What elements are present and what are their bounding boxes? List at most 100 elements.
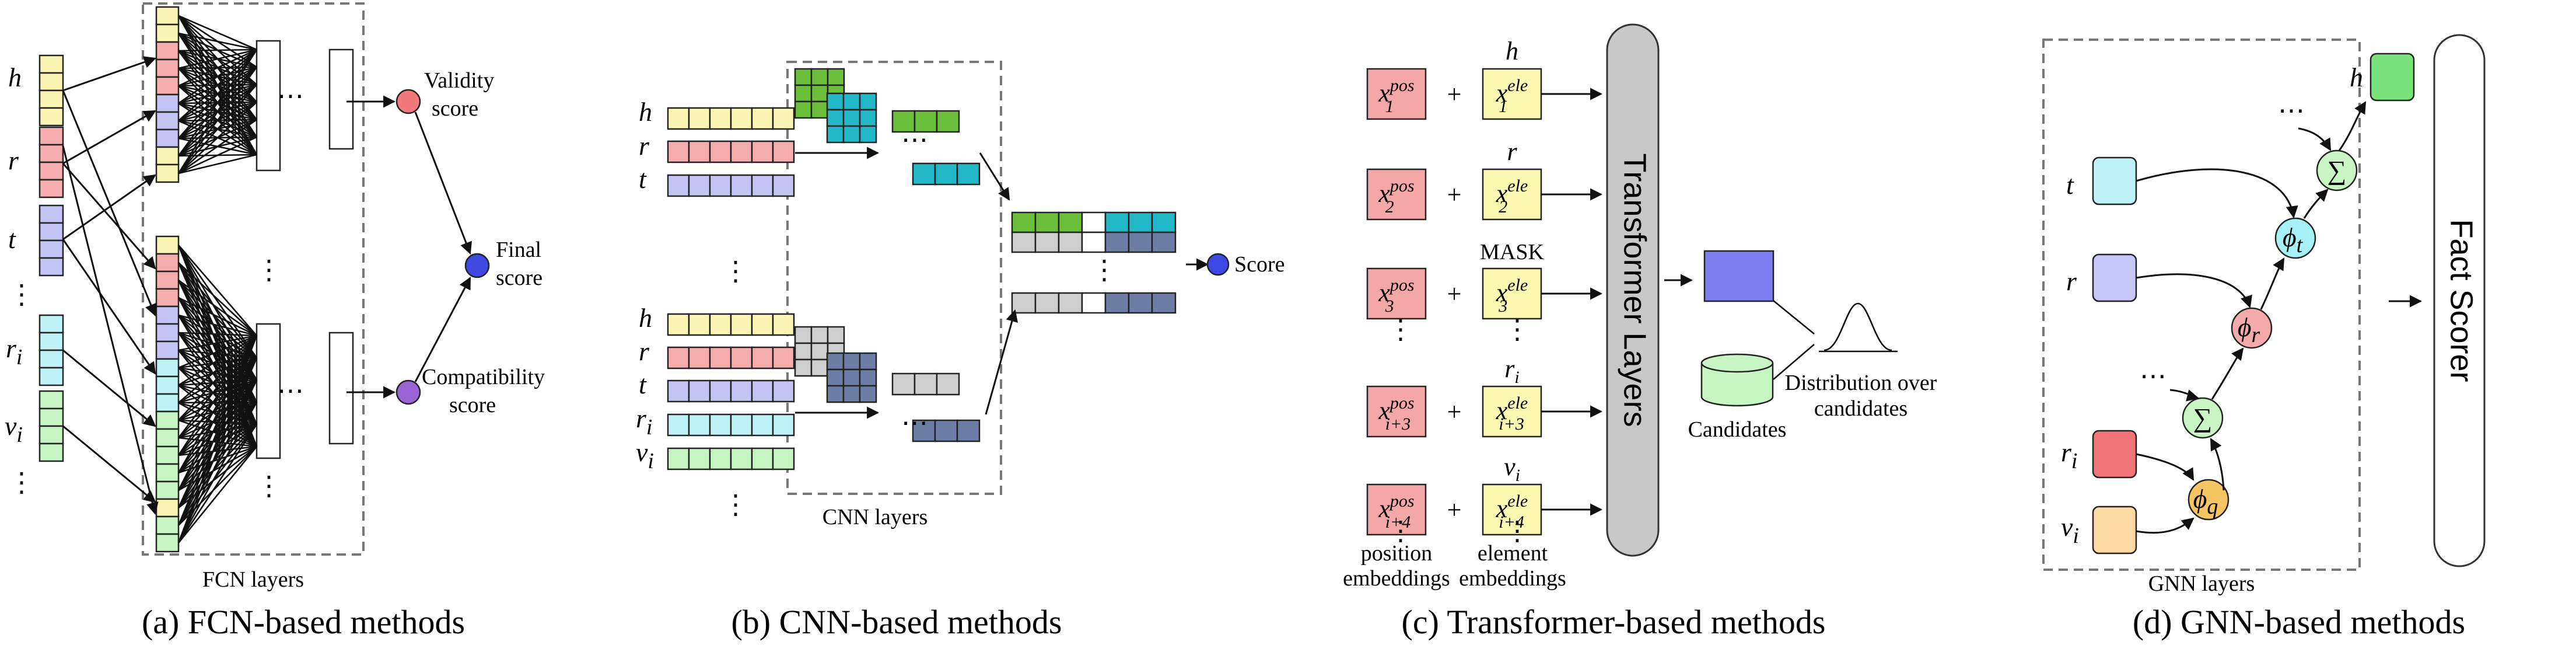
fcn-layer1-top-cell [155, 111, 180, 131]
cnn-input-cell [688, 174, 711, 197]
fcn-label-h: h [8, 62, 22, 92]
fact-scorer-label: Fact Scorer [2444, 219, 2479, 382]
fcn-edge [178, 48, 257, 104]
cnn-hdots-bottom: ⋯ [901, 408, 928, 438]
cnn-feature-gray [914, 372, 938, 396]
element-above-label: h [1506, 37, 1518, 65]
cnn-kernel-gray [810, 342, 829, 361]
phi-t-label: ϕt [2283, 222, 2304, 257]
fcn-layer1-bottom-cell [155, 515, 180, 535]
cnn-input-cell [751, 346, 774, 369]
fcn-input-t-cell [38, 204, 64, 224]
position-embedding [1366, 267, 1427, 320]
cnn-concat-bottom [1104, 292, 1130, 314]
cnn-kernel-gray [810, 358, 829, 377]
ele-vdots-bottom: ⋮ [1504, 516, 1531, 546]
cnn-kernel-slate [826, 352, 845, 371]
fcn-edge [178, 279, 257, 337]
cnn-input-cell [772, 174, 795, 197]
cnn-concat-top [1034, 211, 1060, 233]
cnn-input-cell [751, 107, 774, 130]
cnn-kernel-teal [826, 125, 845, 144]
cnn-kernel-green [810, 84, 829, 103]
cnn-input-cell [751, 379, 774, 403]
fcn-edge [177, 49, 258, 156]
cnn-input-cell [709, 447, 732, 470]
validity-label-1: Validity [424, 68, 494, 93]
fcn-edge [178, 118, 257, 175]
cnn-input-cell [751, 413, 774, 437]
fcn-vdots-bottom: ⋮ [256, 471, 282, 501]
fcn-layer1-bottom-cell [155, 235, 180, 255]
validity-label-2: score [432, 96, 478, 121]
fcn-layer1-top-cell [155, 146, 180, 166]
fcn-layer1-bottom-cell [155, 393, 180, 413]
fcn-layer1-bottom-cell [155, 358, 180, 378]
fcn-layer1-top-cell [155, 6, 180, 26]
cnn-input-cell [772, 447, 795, 470]
fcn-edge [178, 402, 257, 491]
cnn-input-cell [688, 313, 711, 336]
fcn-edge [177, 357, 258, 473]
cnn-concat-mid [1058, 231, 1083, 253]
cnn-kernel-teal [842, 92, 861, 111]
fcn-edge [177, 335, 258, 491]
cnn-layers-label: CNN layers [822, 505, 928, 529]
cnn-concat-mid [1151, 231, 1177, 253]
fcn-edge [178, 49, 257, 121]
fcn-edge [177, 245, 258, 358]
fcn-edge [178, 379, 257, 456]
cnn-concat-bottom [1081, 292, 1107, 314]
cnn-input-cell [730, 313, 753, 336]
fcn-input-ri-cell [38, 314, 64, 334]
fcn-edge [177, 335, 258, 543]
cnn-concat-bottom [1151, 292, 1177, 314]
fcn-edge [178, 297, 257, 337]
panel-fcn: h r t ⋮ ri vi ⋮ ⋯ ⋯ ⋮ ⋮ Validity score F… [5, 2, 545, 641]
cnn-concat-mid [1128, 231, 1153, 253]
fcn-edge [177, 67, 258, 174]
cnn-concat-mid [1081, 231, 1107, 253]
cnn-input-cell [751, 447, 774, 470]
pos-embeddings-label-2: embeddings [1343, 566, 1450, 591]
cnn-kernel-teal [859, 109, 877, 127]
fcn-edge [178, 379, 257, 473]
fcn-edge [177, 357, 258, 543]
fcn-connections [62, 15, 258, 543]
gnn-node-ri [2092, 430, 2137, 479]
final-label-2: score [496, 266, 542, 290]
cnn-feature-teal [956, 162, 981, 186]
plus-sign: + [1447, 398, 1462, 426]
cnn-input-cell [709, 346, 732, 369]
cnn-input-cell [730, 140, 753, 163]
fcn-layer1-bottom-cell [155, 498, 180, 518]
cnn-kernel-teal [826, 109, 845, 127]
fcn-layer1-bottom-cell [155, 288, 180, 308]
fcn-layers-box [142, 2, 365, 556]
caption-a: (a) FCN-based methods [142, 603, 465, 641]
position-embedding [1366, 385, 1427, 438]
fcn-input-arrow [62, 163, 156, 270]
fcn-layer2-top [256, 40, 281, 172]
fcn-edge [177, 402, 258, 543]
fcn-label-t: t [8, 224, 16, 254]
panel-gnn: Fact Scorer t r ri vi h ∑ ϕt ϕr ∑ ϕq ⋯ ⋯ [2042, 34, 2486, 641]
cnn-input-cell [667, 107, 690, 130]
fcn-layer1-bottom-cell [155, 445, 180, 465]
ele-vdots: ⋮ [1504, 315, 1531, 344]
cnn-feature-gray [891, 372, 916, 396]
fcn-edge [178, 332, 257, 337]
cnn-label-r: r [639, 131, 650, 161]
cnn-input-cell [772, 379, 795, 403]
phi-q-node [2188, 479, 2230, 521]
fcn-layer1-bottom-cell [155, 305, 180, 325]
cnn-kernel-green [794, 84, 813, 103]
fcn-edge [178, 334, 257, 369]
fcn-hdots-bottom: ⋯ [277, 376, 304, 406]
cnn-input-cell [667, 447, 690, 470]
fcn-layer1-bottom-cell [155, 480, 180, 500]
gnn-hdots-mid: ⋯ [2140, 361, 2166, 391]
